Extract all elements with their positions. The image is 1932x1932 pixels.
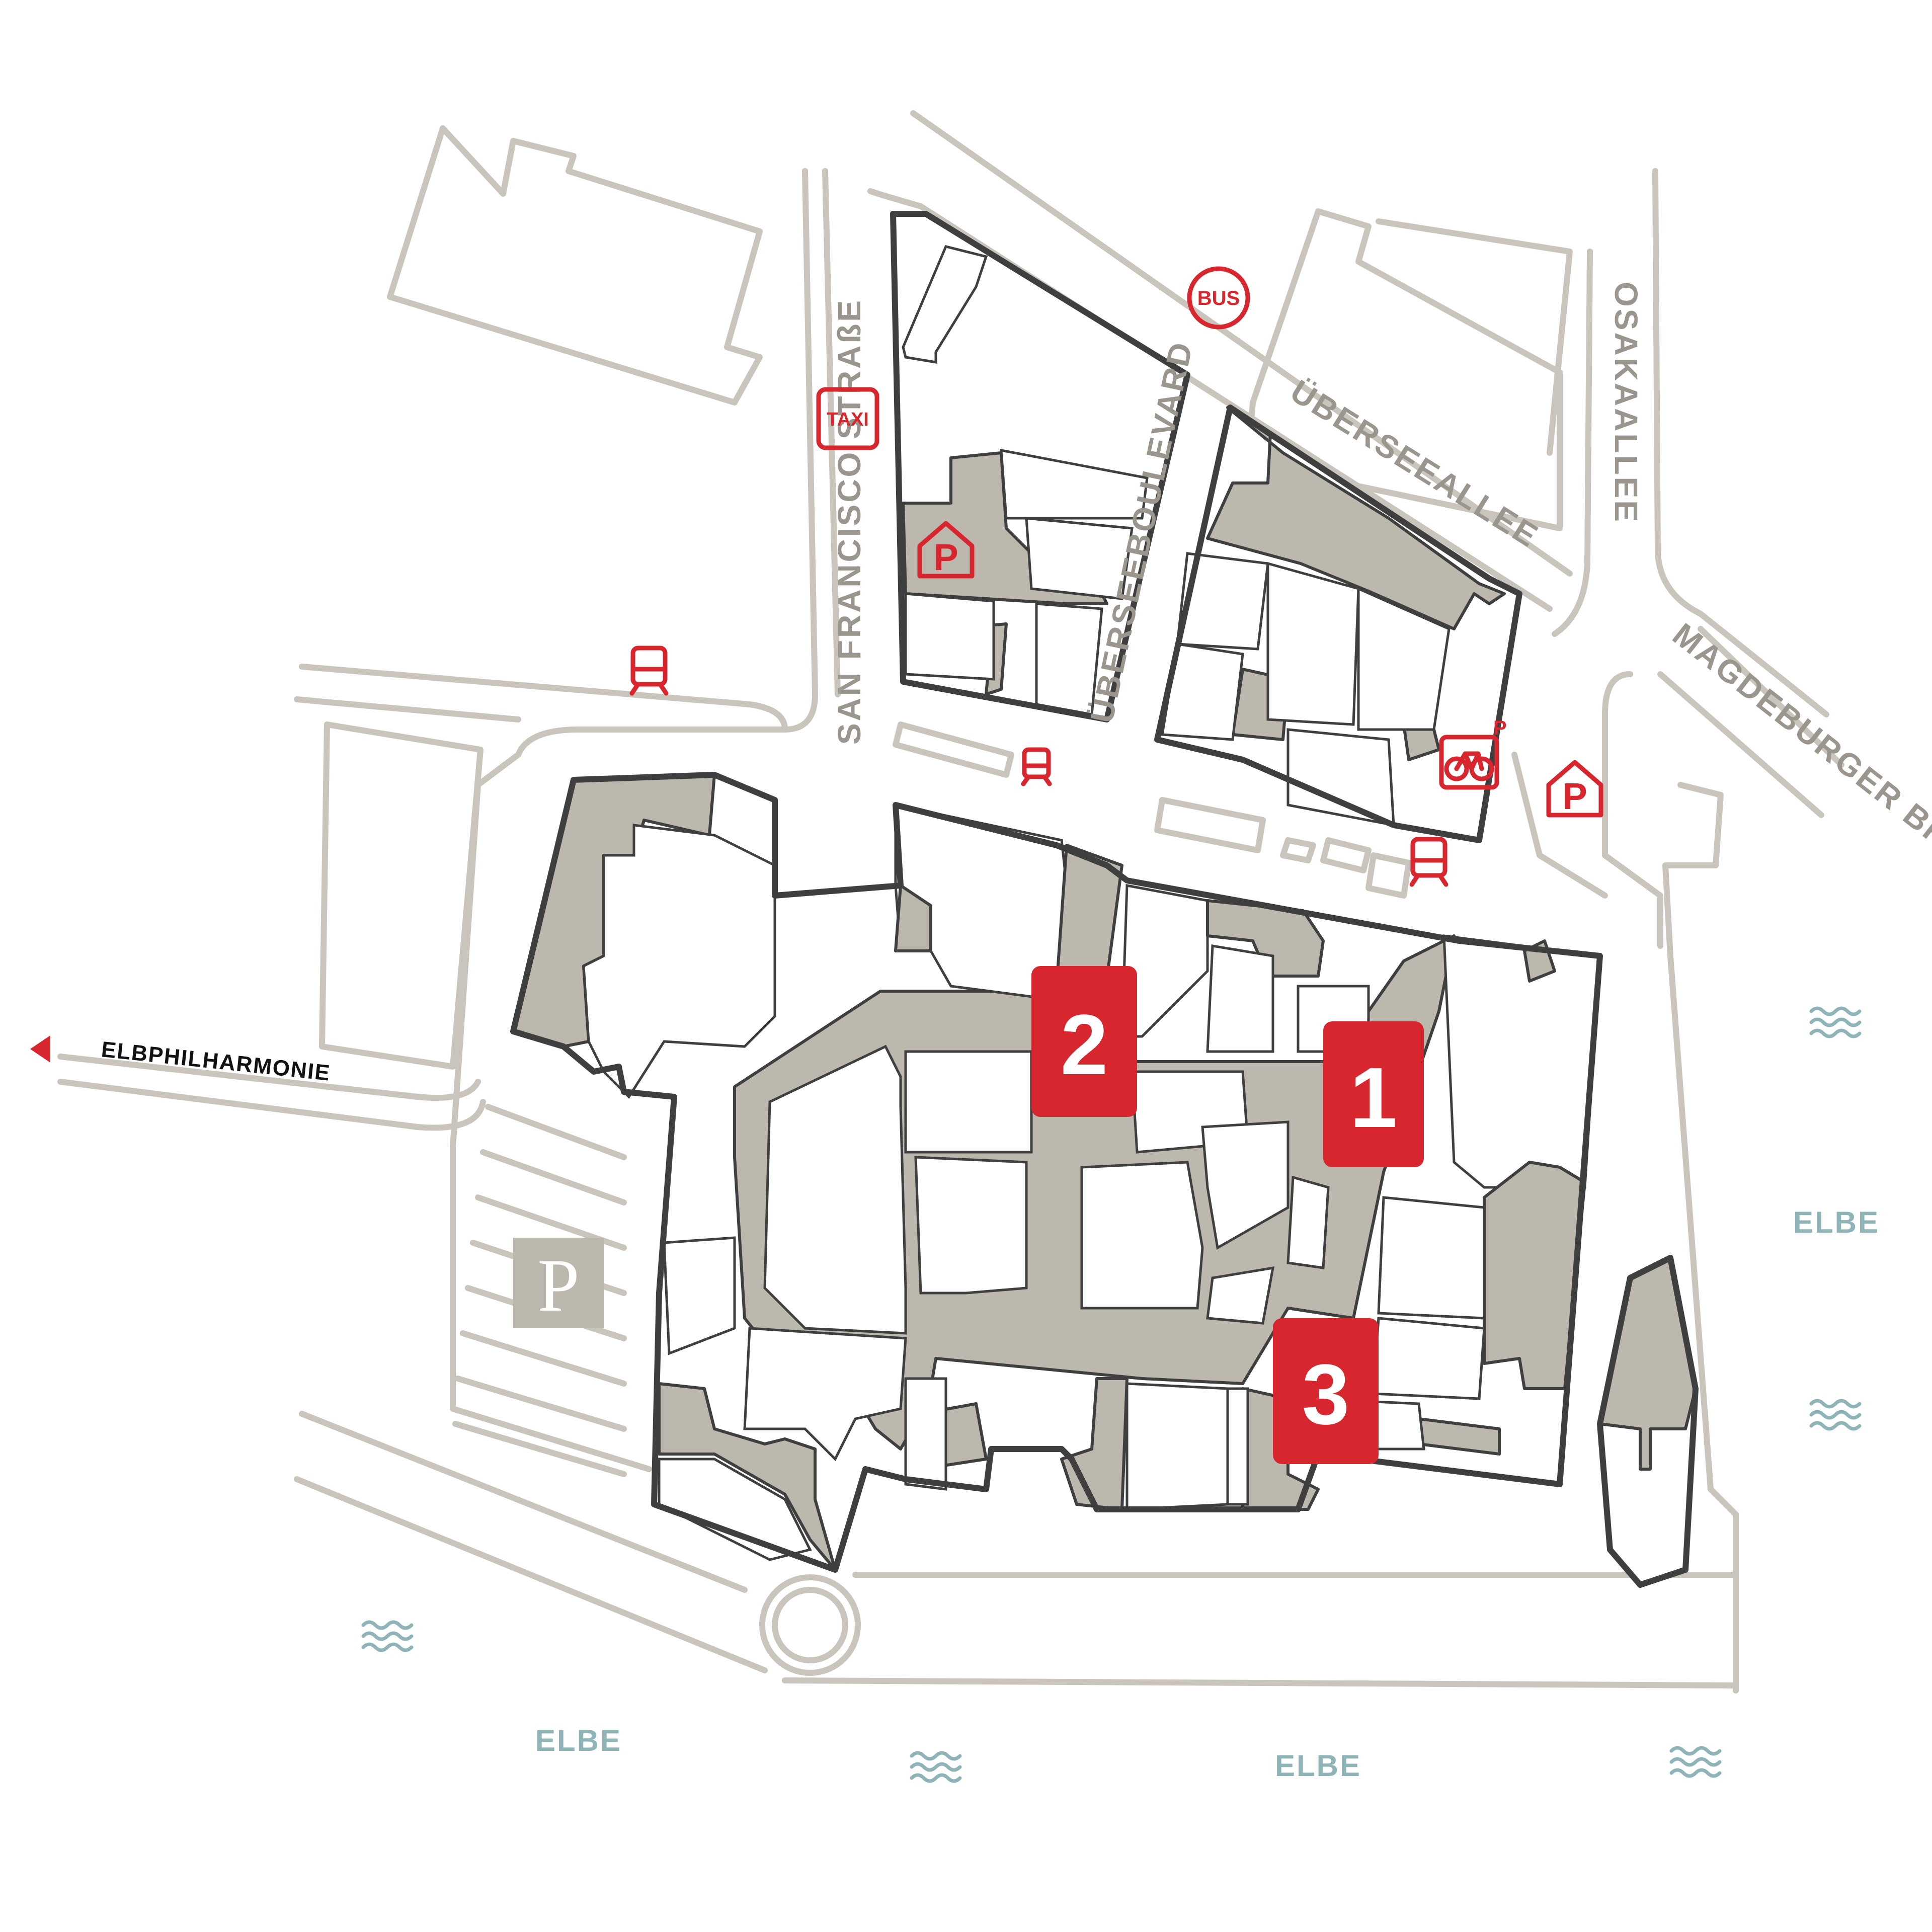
road-west-lower xyxy=(294,696,521,722)
train-station-icon xyxy=(629,646,669,696)
road-outline-ne-block xyxy=(1247,208,1563,531)
road-osakaallee-inner xyxy=(1552,249,1593,637)
bus-bay-5 xyxy=(1365,852,1412,899)
parking-garage-letter: P xyxy=(1562,775,1587,817)
water-label-elbe-east: ELBE xyxy=(1793,1205,1880,1239)
parking-lot-sign: P xyxy=(513,1238,604,1328)
bus-stop-label: BUS xyxy=(1197,287,1240,309)
street-label-san-francisco: SAN FRANCISCO STRAßE xyxy=(831,298,867,745)
street-label-osakaallee: OSAKAALLEE xyxy=(1608,282,1644,524)
road-east-approach xyxy=(1602,671,1663,949)
bike-parking-icon: P xyxy=(1439,717,1507,790)
water-label-elbe-southwest: ELBE xyxy=(535,1724,622,1757)
road-elbphilharmonie-lower xyxy=(57,1079,486,1131)
train-station-icon xyxy=(1409,837,1448,887)
arrow-left-icon xyxy=(30,1035,50,1063)
road-outline-ne-inner xyxy=(1376,218,1573,456)
east-pier-building xyxy=(1597,1255,1699,1588)
north-west-building-block xyxy=(890,211,1190,722)
north-east-building-block xyxy=(1154,405,1522,843)
taxi-stand-label: TAXI xyxy=(827,409,869,430)
road-southwest-lower xyxy=(294,1476,768,1673)
marker-3-number: 3 xyxy=(1302,1347,1350,1442)
road-outline-west-block xyxy=(319,721,484,1070)
bus-bay-4 xyxy=(1320,837,1372,873)
main-building-complex xyxy=(510,772,1603,1573)
road-ueberseeallee-upper xyxy=(910,110,1573,577)
bus-stop-icon: BUS xyxy=(1187,266,1250,330)
roundabout-outer xyxy=(759,1574,861,1676)
marker-3[interactable]: 3 xyxy=(1273,1318,1379,1464)
bike-parking-letter: P xyxy=(1493,717,1507,739)
road-outline-nw-block xyxy=(387,125,763,406)
roads xyxy=(57,110,1844,1694)
poi-label-elbphilharmonie: ELBPHILHARMONIE xyxy=(100,1037,332,1086)
road-elbphilharmonie-upper xyxy=(57,1054,481,1101)
road-southwest-upper xyxy=(299,1411,748,1593)
roundabout-inner xyxy=(772,1587,848,1663)
parking-lot-letter: P xyxy=(537,1244,579,1327)
wave-icon xyxy=(361,1620,414,1652)
water-label-elbe-south: ELBE xyxy=(1275,1749,1361,1783)
parking-garage-icon: P xyxy=(917,521,975,579)
road-west-upper xyxy=(299,664,788,733)
train-station-icon xyxy=(1021,747,1052,786)
marker-2[interactable]: 2 xyxy=(1031,966,1137,1117)
bus-bay-2 xyxy=(1154,797,1266,853)
bus-bay-1 xyxy=(893,721,1014,778)
parking-garage-icon: P xyxy=(1546,760,1603,818)
marker-1[interactable]: 1 xyxy=(1323,1021,1424,1167)
marker-1-number: 1 xyxy=(1350,1050,1398,1146)
road-san-francisco-left xyxy=(450,168,818,1472)
road-waterfront-lower xyxy=(782,1677,1739,1688)
road-magdeburger-lower xyxy=(1657,671,1824,818)
water-wave-icons xyxy=(361,1006,1862,1783)
road-san-francisco-right xyxy=(822,168,841,697)
water-labels: ELBE ELBE ELBE xyxy=(535,1205,1880,1783)
road-osakaallee-left xyxy=(1652,168,1829,717)
taxi-stand-icon: TAXI xyxy=(816,387,879,450)
road-east-approach-inner xyxy=(1511,752,1608,899)
wave-icon xyxy=(910,1751,962,1783)
marker-2-number: 2 xyxy=(1061,997,1108,1093)
road-ueberseeallee-lower xyxy=(867,188,1553,612)
wave-icon xyxy=(1809,1399,1862,1431)
bus-bay-3 xyxy=(1280,837,1316,863)
wave-icon xyxy=(1809,1006,1862,1038)
parking-garage-letter: P xyxy=(933,536,958,578)
road-east-quay xyxy=(1662,782,1739,1694)
road-magdeburger-upper xyxy=(1698,626,1844,768)
wave-icon xyxy=(1669,1746,1722,1778)
